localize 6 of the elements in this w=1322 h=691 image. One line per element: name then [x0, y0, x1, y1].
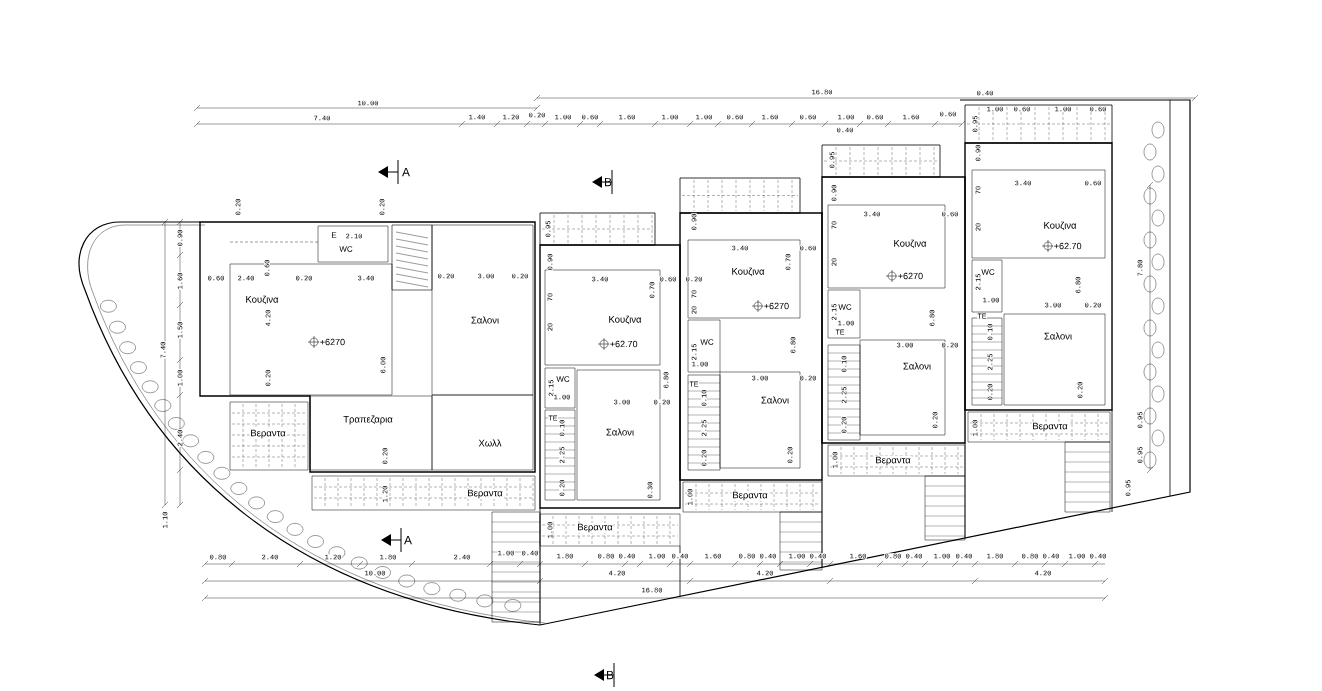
section-letter: B [607, 670, 614, 680]
veranda: Βεραντα [229, 401, 309, 471]
section-letter: B [605, 177, 612, 187]
section-letter: A [402, 167, 410, 177]
section-letter: A [404, 535, 412, 545]
room: Χωλλ [431, 394, 534, 471]
